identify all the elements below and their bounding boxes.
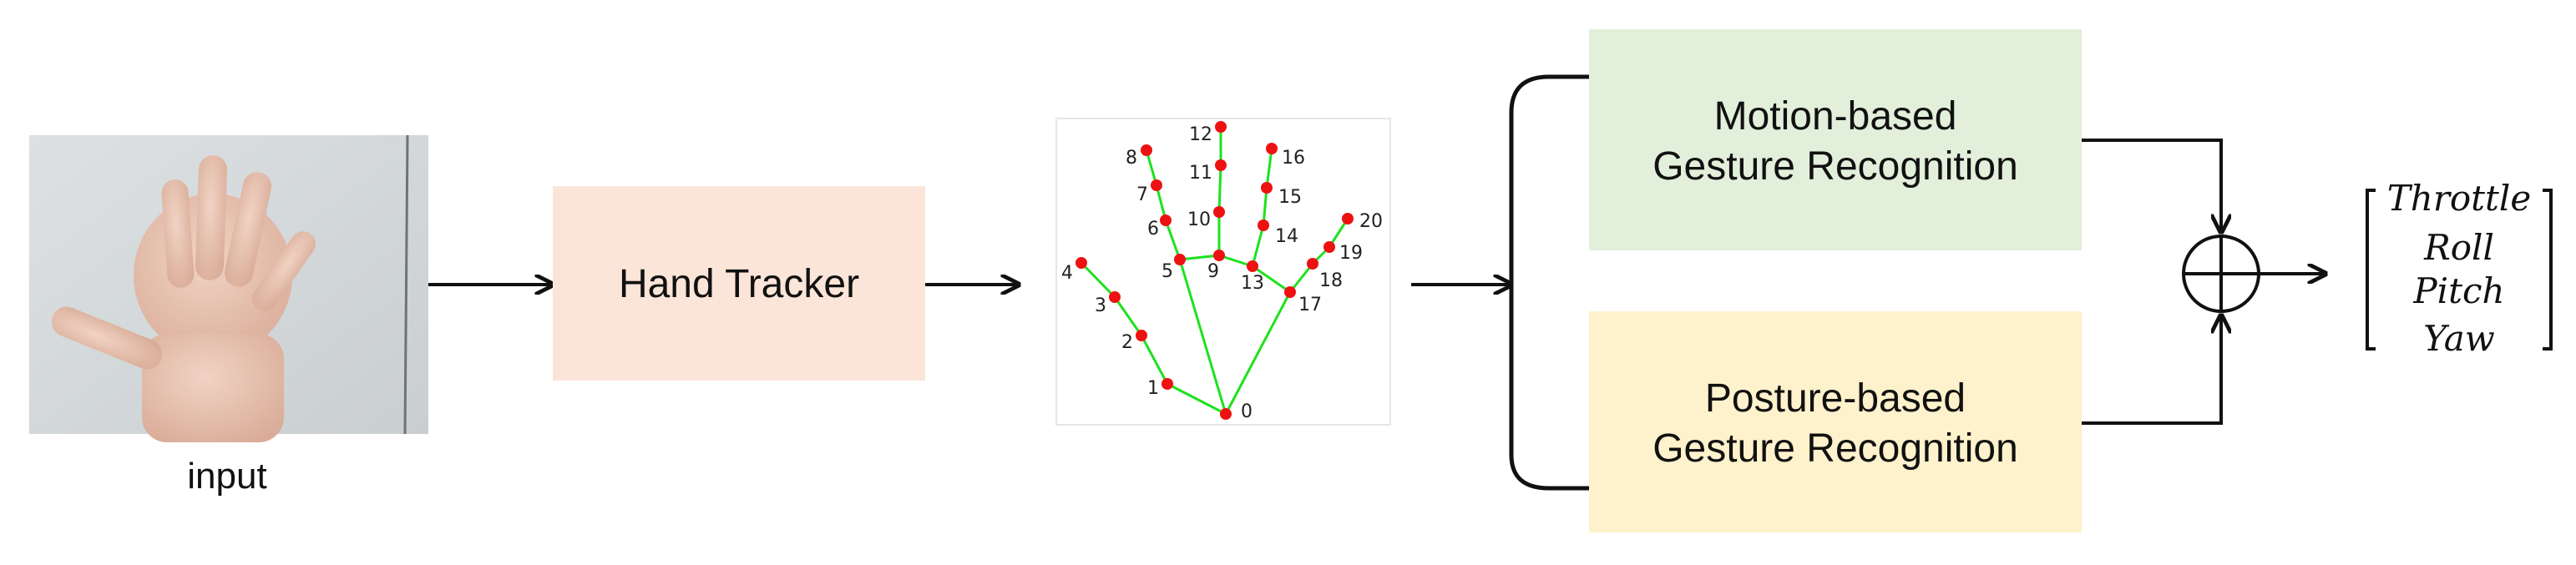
keypoint-19 [1323,241,1335,253]
bone-0-5 [1178,259,1227,415]
keypoint-7 [1151,179,1162,191]
bone-7-8 [1145,149,1158,186]
keypoint-6 [1160,214,1172,226]
keypoint-label-11: 11 [1189,163,1212,184]
keypoint-label-8: 8 [1126,148,1137,169]
keypoint-label-14: 14 [1275,226,1298,247]
keypoint-label-16: 16 [1282,148,1305,169]
keypoint-10 [1213,206,1225,218]
bone-0-1 [1167,382,1227,416]
fusion-oplus-icon [2182,235,2260,313]
output-vector: Throttle Roll Pitch Yaw [2366,178,2553,359]
right-bracket [2543,189,2553,351]
bone-3-4 [1080,261,1116,299]
keypoint-label-20: 20 [1359,211,1383,232]
keypoint-label-19: 19 [1339,243,1363,264]
keypoint-label-17: 17 [1298,295,1322,315]
keypoint-14 [1258,219,1269,231]
keypoint-label-10: 10 [1187,209,1211,230]
hand-tracker-label: Hand Tracker [619,262,859,306]
keypoint-15 [1261,182,1273,194]
arrow-motion-to-fusion [2082,139,2221,232]
bone-5-6 [1164,219,1182,260]
input-photo [29,134,428,442]
keypoint-label-6: 6 [1147,219,1159,240]
keypoint-label-2: 2 [1121,332,1133,353]
hand-tracker-box [553,186,925,381]
bone-17-18 [1288,263,1314,293]
keypoint-12 [1215,121,1227,133]
keypoint-label-4: 4 [1061,263,1073,284]
bone-13-17 [1252,265,1291,294]
keypoint-4 [1075,257,1087,269]
bone-10-11 [1217,164,1222,213]
output-roll: Roll [2423,227,2494,268]
keypoint-label-18: 18 [1319,270,1343,291]
bone-13-14 [1251,224,1265,267]
bone-6-7 [1155,184,1167,221]
hand-photo [51,155,316,442]
keypoint-13 [1247,260,1258,272]
branch-bracket [1509,74,1589,491]
bone-9-13 [1218,254,1253,268]
bone-0-17 [1224,291,1292,415]
bone-14-15 [1262,187,1268,226]
keypoint-5 [1174,254,1186,265]
output-pitch: Pitch [2412,270,2504,311]
posture-label-line2: Gesture Recognition [1652,426,2018,471]
posture-label-line1: Posture-based [1705,376,1966,421]
keypoint-18 [1307,258,1318,270]
keypoint-3 [1109,291,1121,303]
keypoint-label-7: 7 [1136,184,1148,205]
motion-label-line2: Gesture Recognition [1652,144,2018,189]
posture-box [1589,311,2082,532]
bone-2-3 [1113,296,1143,336]
keypoint-9 [1213,250,1225,261]
output-throttle: Throttle [2387,178,2531,219]
keypoint-label-3: 3 [1095,295,1106,316]
input-caption: input [187,456,266,497]
arrow-posture-to-fusion [2082,315,2221,425]
keypoint-label-0: 0 [1241,401,1253,422]
keypoint-8 [1141,144,1152,156]
keypoint-label-1: 1 [1147,378,1159,399]
keypoint-11 [1215,159,1227,171]
bone-1-2 [1140,335,1169,385]
output-yaw: Yaw [2423,318,2495,359]
keypoint-1 [1161,378,1173,390]
bone-5-9 [1179,254,1220,261]
keypoint-label-9: 9 [1207,261,1219,282]
keypoint-16 [1266,143,1278,154]
keypoint-label-5: 5 [1161,261,1173,282]
keypoint-label-12: 12 [1189,124,1212,145]
keypoint-2 [1136,330,1147,341]
bone-15-16 [1265,148,1273,189]
keypoint-label-13: 13 [1241,273,1264,294]
motion-box [1589,29,2082,250]
keypoint-0 [1220,408,1232,420]
left-bracket [2366,189,2376,351]
keypoint-17 [1284,286,1296,298]
keypoint-20 [1342,213,1354,224]
keypoint-label-15: 15 [1278,187,1302,208]
motion-label-line1: Motion-based [1714,94,1957,139]
